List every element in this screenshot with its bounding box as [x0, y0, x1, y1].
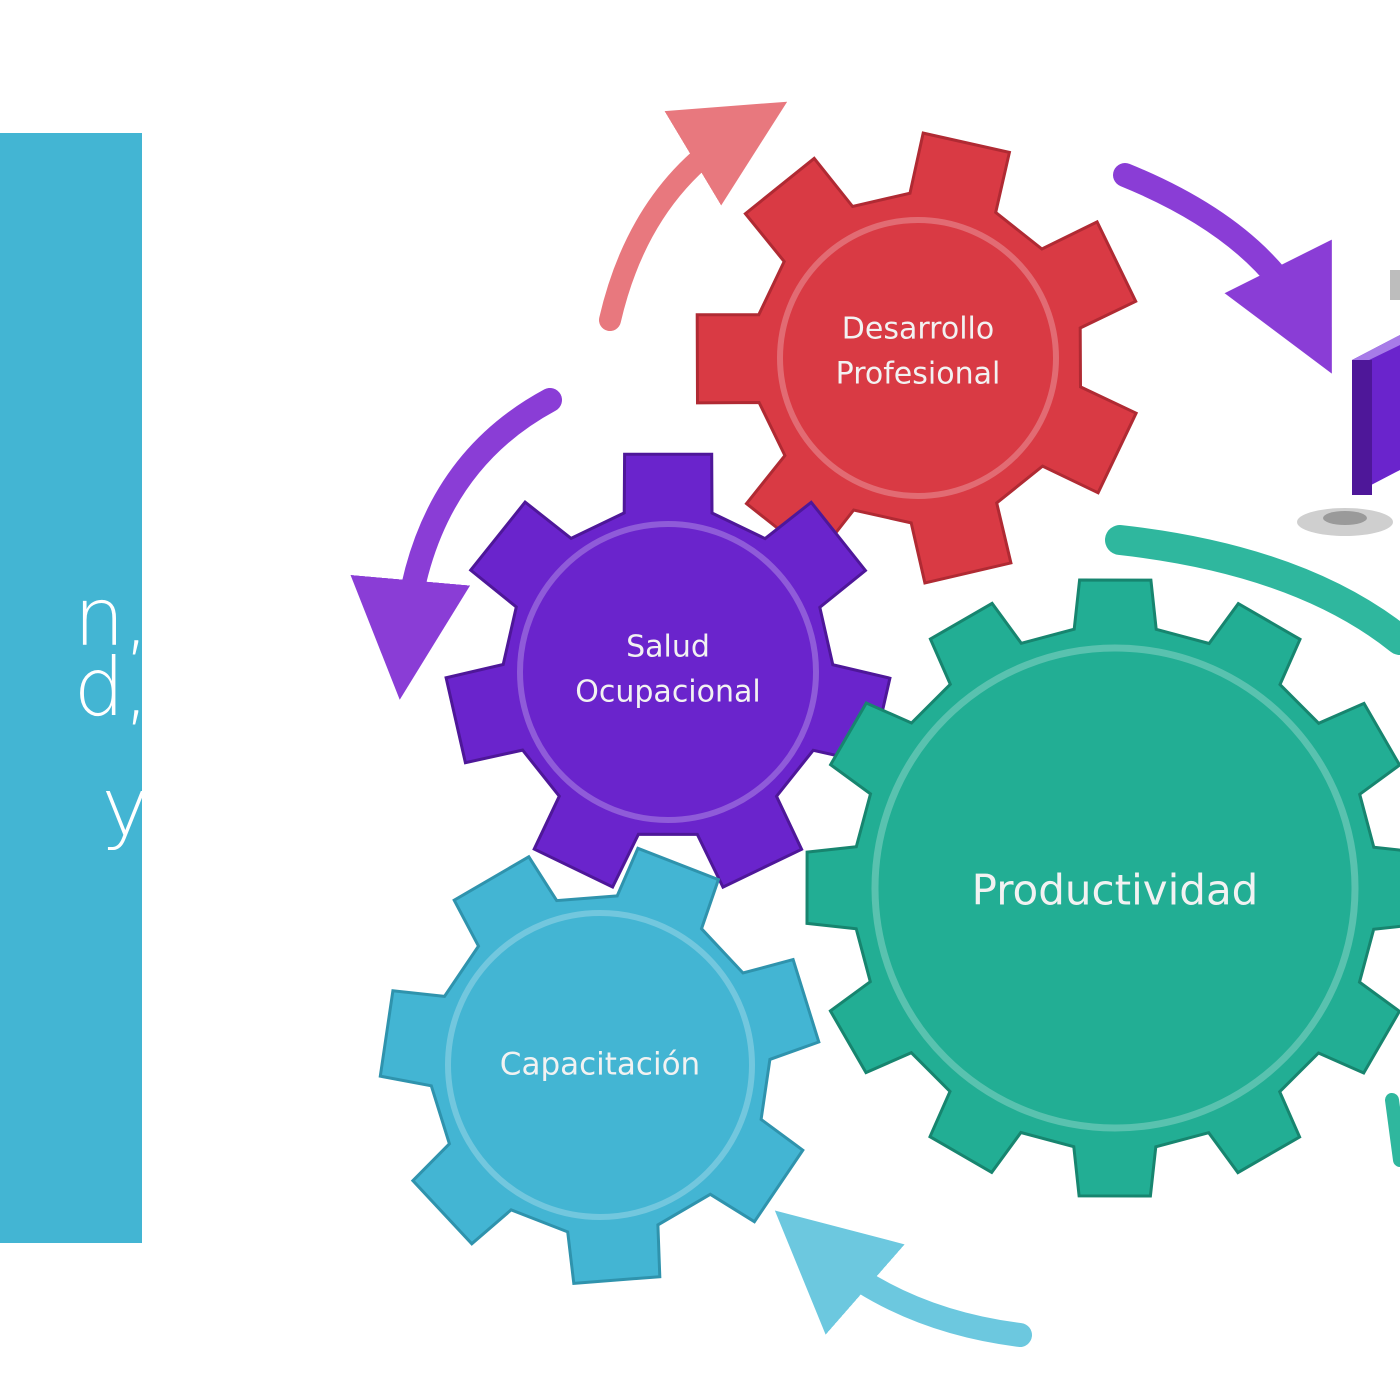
- gear-capacitacion-label: Capacitación: [500, 1047, 700, 1083]
- gear-salud-label-1: Salud: [626, 630, 710, 665]
- gear-productividad-label: Productividad: [972, 866, 1259, 915]
- gear-salud-ocupacional: Salud Ocupacional: [444, 452, 892, 890]
- purple-figure-icon: [1297, 270, 1400, 536]
- arrow-teal-right: [1105, 525, 1400, 655]
- gear-desarrollo-label-1: Desarrollo: [842, 312, 994, 347]
- arrow-red-top-left: [599, 101, 788, 331]
- panel-text-line-1: n,: [73, 571, 142, 664]
- arrow-cyan-bottom: [774, 1210, 1032, 1347]
- panel-text-line-3: y: [101, 761, 142, 854]
- gear-capacitacion: Capacitación: [378, 846, 821, 1286]
- left-text-panel: n, d, y: [0, 133, 142, 1243]
- gear-desarrollo-label-2: Profesional: [836, 357, 1001, 392]
- arrow-purple-left: [350, 388, 562, 700]
- arrow-teal-bottom-right-stub: [1385, 1093, 1400, 1167]
- panel-text-line-2: d,: [73, 641, 142, 734]
- arrow-purple-top-right: [1113, 163, 1332, 374]
- gear-productividad: Productividad: [805, 578, 1400, 1198]
- gear-salud-label-2: Ocupacional: [575, 675, 760, 710]
- gear-desarrollo-profesional: Desarrollo Profesional: [695, 131, 1139, 585]
